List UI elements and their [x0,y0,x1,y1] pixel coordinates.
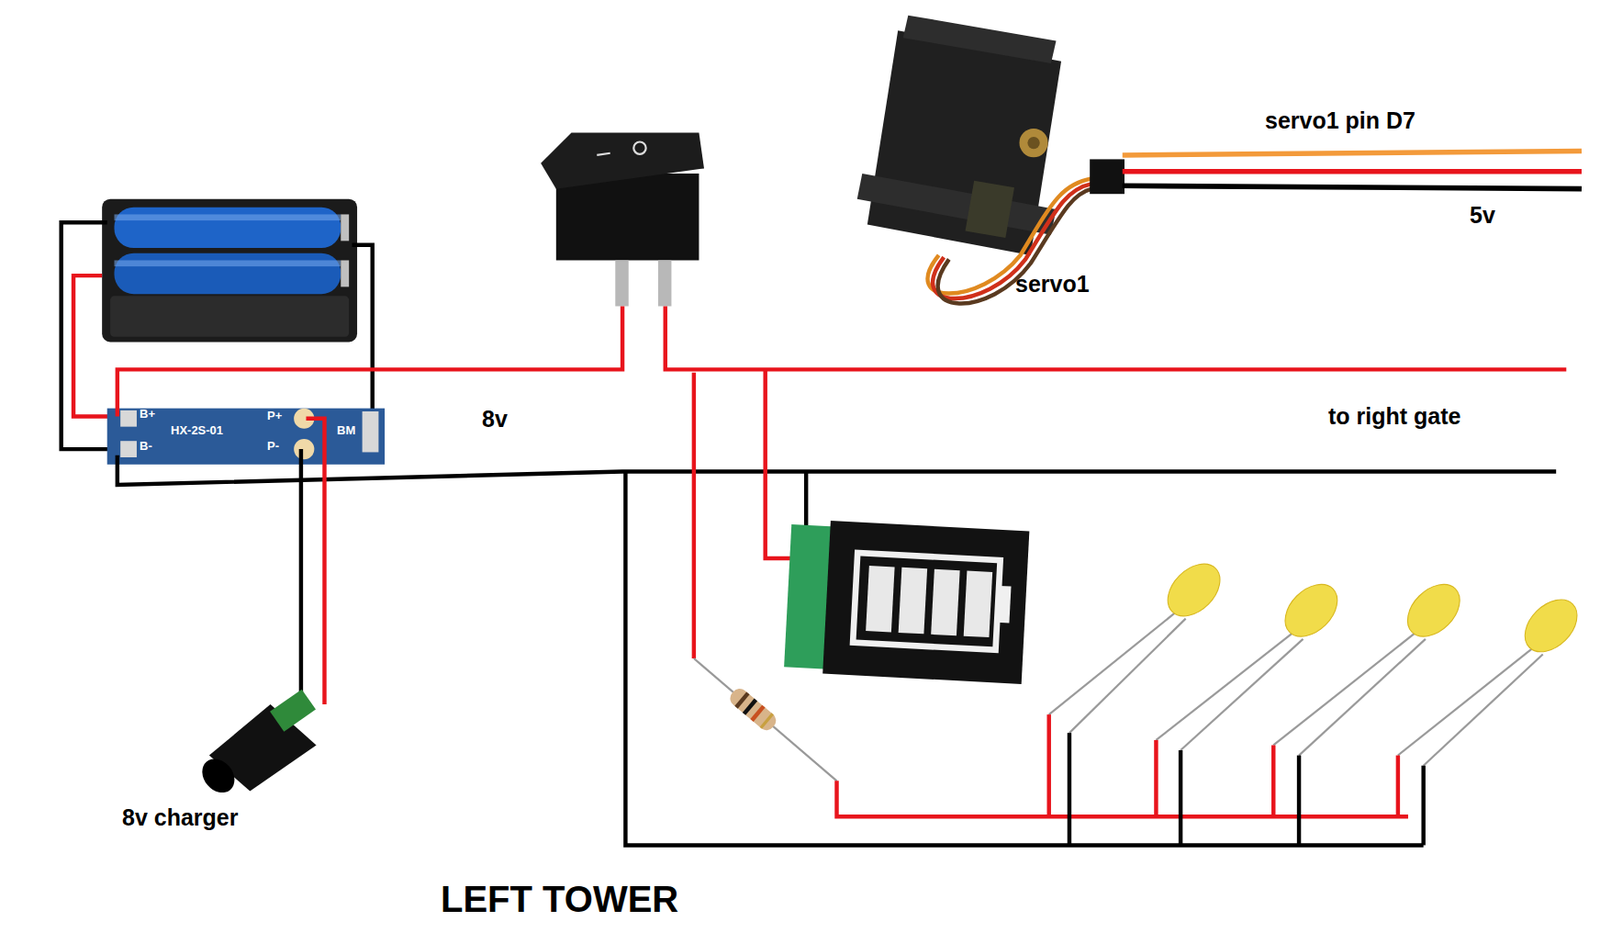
wire-label: servo1 [1015,270,1090,298]
wire-label: 8v [481,405,508,433]
wire-label: to right gate [1328,402,1461,430]
pin-label: HX-2S-01 [170,424,224,438]
pin-label: BM [336,424,356,438]
wire-label: 5v [1469,201,1496,229]
wire-label: 8v charger [122,804,238,831]
caption: LEFT TOWER [440,877,679,920]
wire-label: servo1 pin D7 [1264,107,1416,135]
pin-label: B- [139,439,153,454]
pin-label: P- [267,439,280,454]
pin-label: B+ [139,407,156,422]
pin-label: P+ [267,409,282,424]
